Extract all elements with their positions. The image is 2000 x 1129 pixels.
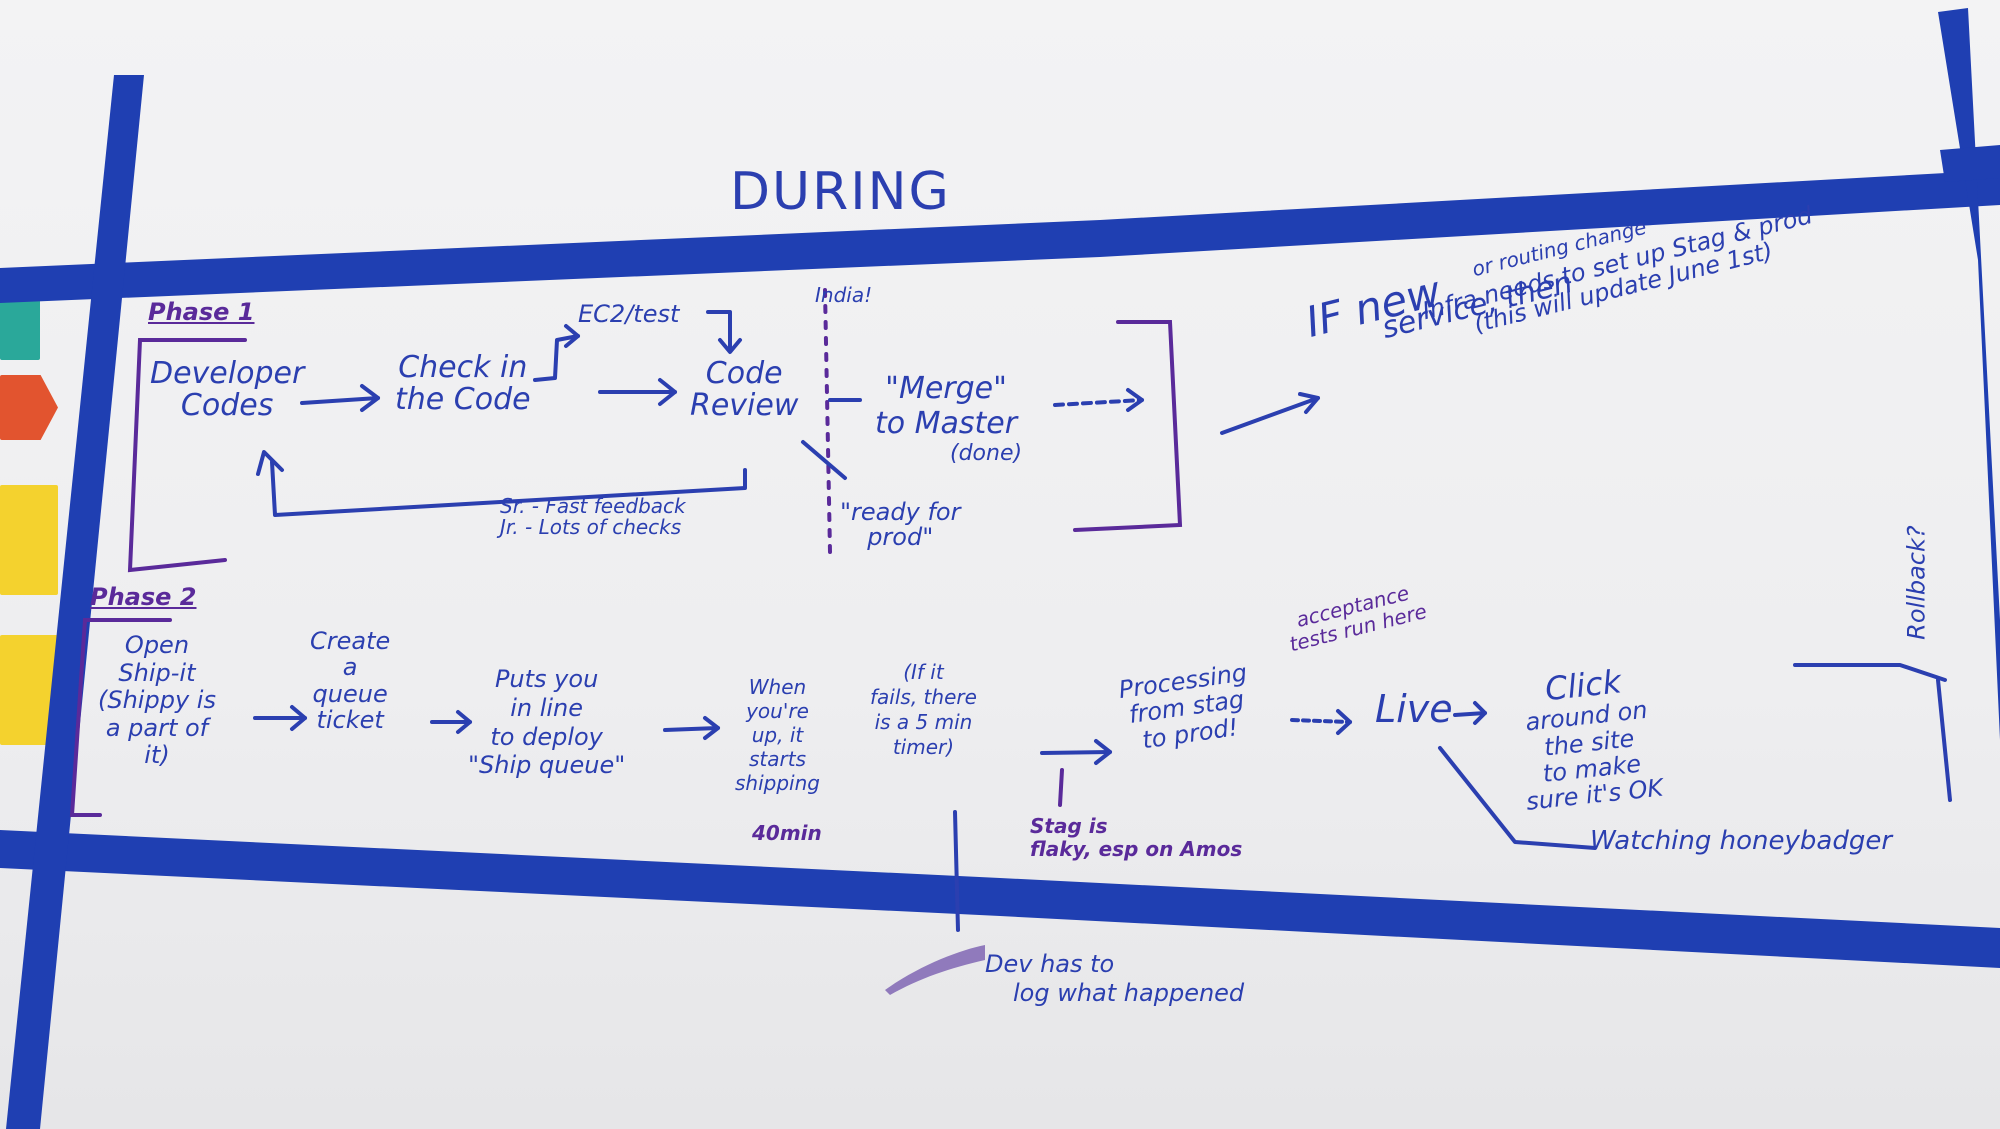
queue-line2: a <box>342 653 358 682</box>
arrow-review-to-merge <box>801 398 862 480</box>
arrow-live-to-click <box>1453 701 1487 725</box>
when-up-line5: shipping <box>735 771 820 795</box>
queue-ticket-node: Create a queue ticket <box>310 628 390 734</box>
tape-lines <box>0 8 2000 1129</box>
feedback-loop-arrow <box>256 450 747 517</box>
code-review-line2: Review <box>690 387 799 423</box>
arrow-checkin-to-ec2 <box>533 324 580 382</box>
feedback-note: Sr. - Fast feedback Jr. - Lots of checks <box>500 496 686 538</box>
open-shipit-node: Open Ship-it (Shippy is a part of it) <box>98 631 216 770</box>
rollback-label: Rollback? <box>1902 525 1931 640</box>
merge-bracket <box>1073 320 1183 532</box>
fail-line1: (If it <box>903 660 944 684</box>
merge-line3: (done) <box>950 441 1023 466</box>
tape-right-corner <box>1940 145 2000 182</box>
arrow-dev-to-checkin <box>300 384 380 412</box>
code-review-line1: Code <box>705 356 783 391</box>
click-around-node: Click around on the site to make sure it… <box>1513 661 1664 816</box>
code-review-node: Code Review <box>690 358 798 421</box>
rollback-bracket <box>1793 663 1952 802</box>
phase1-bracket <box>127 338 247 573</box>
board-title: DURING <box>730 162 951 222</box>
tape-left <box>6 75 144 1129</box>
fail-line4: timer) <box>892 735 955 759</box>
watching-honeybadger-label: Watching honeybadger <box>1590 826 1893 856</box>
tape-top <box>0 170 2000 303</box>
arrow-line-to-ship <box>663 716 720 740</box>
fail-timer-note: (If it fails, there is a 5 min timer) <box>870 660 977 760</box>
queue-line4: ticket <box>316 706 384 735</box>
fail-line2: fails, there <box>870 685 977 709</box>
ship-queue-line4: "Ship queue" <box>468 751 626 780</box>
ship-queue-line2: in line <box>510 693 584 722</box>
open-line5: it) <box>144 741 170 770</box>
merge-node: "Merge" to Master (done) <box>870 371 1023 466</box>
arrow-bracket-to-infra <box>1220 392 1320 435</box>
ship-queue-line3: to deploy <box>490 722 603 751</box>
tape-right <box>1938 8 2000 740</box>
open-line3: (Shippy is <box>98 686 216 715</box>
phase1-label: Phase 1 <box>148 298 255 326</box>
check-in-node: Check in the Code <box>395 352 531 415</box>
feedback-junior: Jr. - Lots of checks <box>500 515 682 539</box>
india-divider <box>823 288 832 554</box>
dev-log-note: Dev has to log what happened <box>985 950 1244 1008</box>
phase2-label: Phase 2 <box>90 583 197 611</box>
arrow-queue-to-line <box>430 710 472 734</box>
dev-log-line1: Dev has to <box>985 950 1115 978</box>
when-up-line4: starts <box>748 747 806 771</box>
stag-line1: Stag is <box>1030 814 1108 838</box>
when-up-line2: you're <box>746 699 809 723</box>
ec2-test-label: EC2/test <box>578 300 680 328</box>
when-up-line3: up, it <box>751 723 804 747</box>
stag-pointer <box>1058 768 1064 807</box>
arrow-timer-to-processing <box>1040 739 1112 765</box>
when-up-line1: When <box>748 675 807 699</box>
merge-line1: "Merge" <box>885 371 1007 406</box>
arrow-merge-to-bracket <box>1053 388 1144 412</box>
developer-codes-line2: Codes <box>180 387 274 423</box>
live-node: Live <box>1375 687 1453 731</box>
stag-line2: flaky, esp on Amos <box>1030 837 1243 861</box>
sticky-note-yellow-1 <box>0 485 58 595</box>
feedback-senior: Sr. - Fast feedback <box>500 494 686 518</box>
arrow-processing-to-live <box>1290 709 1352 735</box>
line-live-to-watching <box>1438 746 1597 850</box>
ready-for-prod-note: "ready for prod" <box>840 498 961 552</box>
duration-label: 40min <box>752 821 822 845</box>
line-ship-to-devlog <box>953 810 960 932</box>
processing-node: Processing from stag to prod! <box>1117 658 1256 755</box>
tape-bottom <box>0 830 2000 968</box>
ready-line1: "ready for <box>840 498 961 526</box>
marker-smudge <box>885 945 985 995</box>
open-line4: a part of <box>105 713 209 742</box>
developer-codes-line1: Developer <box>150 356 305 391</box>
open-line1: Open <box>124 631 190 659</box>
queue-line1: Create <box>310 627 391 655</box>
ready-line2: prod" <box>867 523 934 552</box>
open-line2: Ship-it <box>118 658 196 687</box>
merge-line2: to Master <box>874 405 1018 441</box>
ship-queue-line1: Puts you <box>494 665 599 693</box>
stag-flaky-note: Stag is flaky, esp on Amos <box>1030 815 1242 861</box>
developer-codes-node: Developer Codes <box>150 358 304 421</box>
fail-line3: is a 5 min <box>874 710 973 734</box>
when-up-node: When you're up, it starts shipping <box>735 675 820 795</box>
dev-log-line2: log what happened <box>1013 978 1245 1007</box>
check-in-line2: the Code <box>395 381 531 417</box>
ship-queue-node: Puts you in line to deploy "Ship queue" <box>468 665 625 780</box>
queue-line3: queue <box>312 679 388 708</box>
arrow-ec2-to-review <box>706 310 742 354</box>
arrow-open-to-queue <box>253 705 307 731</box>
check-in-line1: Check in <box>398 350 528 385</box>
india-label: India! <box>815 283 873 307</box>
arrow-checkin-to-review <box>598 378 677 406</box>
phase2-bracket <box>69 618 172 817</box>
